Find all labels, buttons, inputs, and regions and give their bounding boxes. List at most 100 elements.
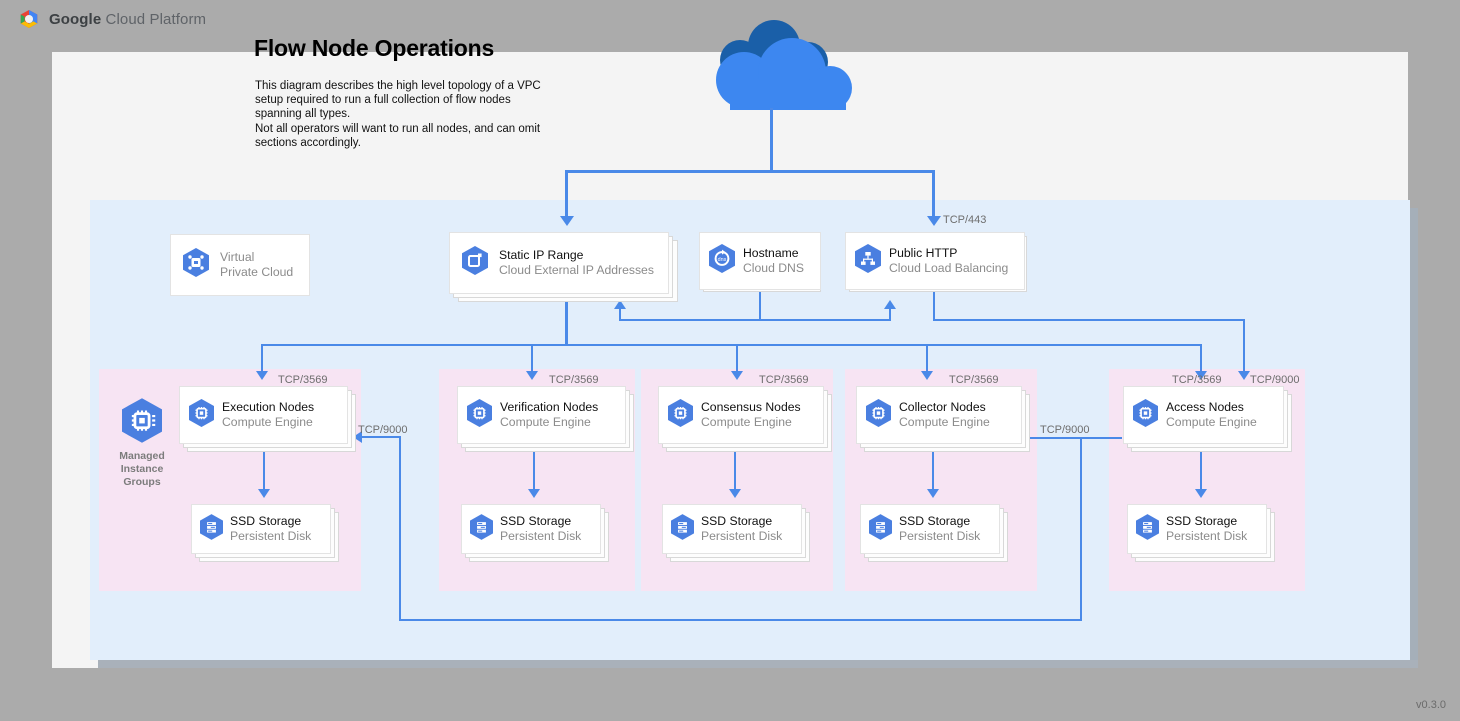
gcp-brand-text: Google Cloud Platform [49, 11, 206, 28]
node-card-collector-storage[interactable]: SSD Storage Persistent Disk [860, 504, 1000, 554]
node-card-public-http[interactable]: Public HTTP Cloud Load Balancing [845, 232, 1025, 290]
node-card-access-storage[interactable]: SSD Storage Persistent Disk [1127, 504, 1267, 554]
persistent-disk-icon [869, 513, 892, 545]
persistent-disk-icon [671, 513, 694, 545]
gcp-brand-header: Google Cloud Platform [18, 8, 206, 30]
arrow-into-execution-9000 [353, 431, 362, 443]
port-label-execution-9000: TCP/9000 [358, 424, 408, 436]
node-subtitle: Compute Engine [899, 415, 990, 429]
vpc-panel-shadow-bottom [98, 660, 1418, 668]
connector-3569-to-verification [531, 344, 533, 374]
arrow-into-static-ip-bottom [614, 300, 626, 309]
node-subtitle: Persistent Disk [230, 529, 312, 543]
node-subtitle: Private Cloud [220, 265, 294, 279]
port-label-verification-in: TCP/3569 [549, 374, 599, 386]
google-cloud-logo [18, 8, 40, 30]
arrow-into-public-http-bottom [884, 300, 896, 309]
connector-execution-to-storage [263, 452, 265, 492]
node-card-static-ip[interactable]: Static IP Range Cloud External IP Addres… [449, 232, 669, 294]
node-card-verification[interactable]: Verification Nodes Compute Engine [457, 386, 626, 444]
connector-collector-to-storage [932, 452, 934, 492]
node-card-collector[interactable]: Collector Nodes Compute Engine [856, 386, 1022, 444]
node-subtitle: Persistent Disk [500, 529, 582, 543]
port-label-https: TCP/443 [943, 214, 987, 226]
arrow-into-consensus [731, 371, 743, 380]
node-title: Virtual [220, 250, 255, 264]
node-title: Execution Nodes [222, 400, 315, 414]
port-label-consensus-in: TCP/3569 [759, 374, 809, 386]
node-subtitle: Cloud External IP Addresses [499, 263, 654, 277]
port-label-collector-9000: TCP/9000 [1040, 424, 1090, 436]
connector-hostname-bus [619, 319, 891, 321]
port-label-access-in: TCP/3569 [1172, 374, 1222, 386]
load-balancing-icon [855, 244, 881, 278]
node-card-access[interactable]: Access Nodes Compute Engine [1123, 386, 1284, 444]
connector-3569-bus [261, 344, 1201, 346]
persistent-disk-icon [200, 513, 223, 545]
svg-text:dns: dns [718, 257, 727, 263]
connector-cloud-to-static-ip [565, 170, 568, 218]
node-title: Public HTTP [889, 246, 958, 260]
connector-3569-to-consensus [736, 344, 738, 374]
vpc-panel-shadow-right [1410, 208, 1418, 668]
managed-instance-groups-icon [122, 398, 162, 448]
node-title: SSD Storage [899, 514, 971, 528]
port-label-access-9000: TCP/9000 [1250, 374, 1300, 386]
page-description: This diagram describes the high level to… [255, 80, 541, 149]
connector-3569-to-collector [926, 344, 928, 374]
arrow-into-access-9000 [1238, 371, 1250, 380]
persistent-disk-icon [1136, 513, 1159, 545]
connector-verification-to-storage [533, 452, 535, 492]
node-card-execution-storage[interactable]: SSD Storage Persistent Disk [191, 504, 331, 554]
cloud-icon [682, 20, 862, 110]
connector-static-ip-down [565, 294, 568, 346]
node-subtitle: Persistent Disk [899, 529, 981, 543]
compute-engine-icon [189, 398, 214, 432]
connector-9000-loop-down [1080, 437, 1082, 620]
compute-engine-icon [866, 398, 891, 432]
connector-hostname-down [759, 290, 761, 320]
node-title: Consensus Nodes [701, 400, 801, 414]
page-title: Flow Node Operations [254, 35, 495, 61]
connector-cloud-to-public-http [932, 170, 935, 218]
connector-cloud-bus [565, 170, 935, 173]
gcp-brand-rest: Cloud Platform [101, 10, 207, 28]
node-subtitle: Persistent Disk [701, 529, 783, 543]
node-title: Access Nodes [1166, 400, 1244, 414]
port-label-execution-in: TCP/3569 [278, 374, 328, 386]
compute-engine-icon [1133, 398, 1158, 432]
node-title: Static IP Range [499, 248, 584, 262]
node-subtitle: Compute Engine [1166, 415, 1257, 429]
cloud-dns-icon: dns [709, 244, 735, 278]
arrow-into-execution [256, 371, 268, 380]
arrow-into-collector-storage [927, 489, 939, 498]
node-card-execution[interactable]: Execution Nodes Compute Engine [179, 386, 348, 444]
compute-engine-icon [668, 398, 693, 432]
connector-access-to-storage [1200, 452, 1202, 492]
connector-9000-loop-up [399, 437, 401, 620]
node-subtitle: Persistent Disk [1166, 529, 1248, 543]
node-card-verification-storage[interactable]: SSD Storage Persistent Disk [461, 504, 601, 554]
virtual-private-cloud-icon [183, 248, 209, 282]
connector-3569-to-access [1200, 344, 1202, 374]
connector-access-to-collector [1027, 437, 1122, 439]
node-subtitle: Cloud DNS [743, 261, 804, 275]
connector-cloud-trunk [770, 108, 773, 172]
arrow-into-verification-storage [528, 489, 540, 498]
port-label-collector-in: TCP/3569 [949, 374, 999, 386]
gcp-brand-bold: Google [49, 10, 102, 28]
node-subtitle: Cloud Load Balancing [889, 261, 1009, 275]
node-title: Collector Nodes [899, 400, 986, 414]
connector-hostname-to-public-http [889, 308, 891, 320]
connector-public-http-down [933, 290, 935, 320]
arrow-into-verification [526, 371, 538, 380]
node-card-hostname[interactable]: dns Hostname Cloud DNS [699, 232, 821, 290]
node-card-vpc[interactable]: Virtual Private Cloud [170, 234, 310, 296]
node-card-consensus-storage[interactable]: SSD Storage Persistent Disk [662, 504, 802, 554]
connector-3569-to-execution [261, 344, 263, 374]
node-title: SSD Storage [230, 514, 302, 528]
arrow-into-collector [921, 371, 933, 380]
node-title: Hostname [743, 246, 799, 260]
node-card-consensus[interactable]: Consensus Nodes Compute Engine [658, 386, 824, 444]
node-subtitle: Compute Engine [500, 415, 591, 429]
